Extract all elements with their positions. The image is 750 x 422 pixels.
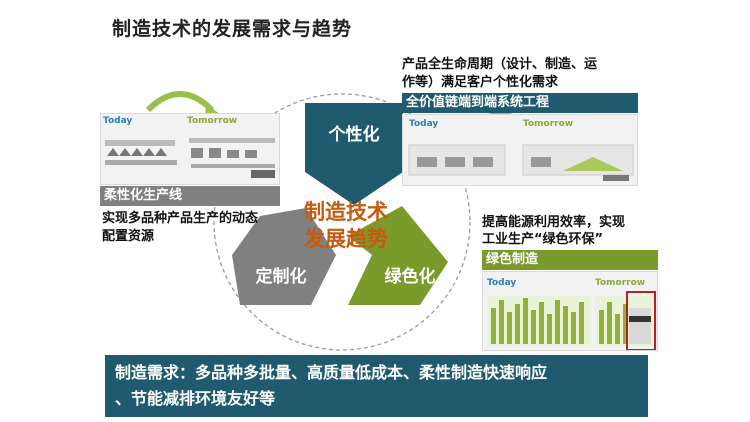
top-right-desc-2: 作等）满足客户个性化需求 xyxy=(402,75,559,90)
orbit-ring xyxy=(213,93,471,351)
top-right-tomorrow-label: Tomorrow xyxy=(523,119,574,129)
demand-box: 制造需求：多品种多批量、高质量低成本、柔性制造快速响应 、节能减排环境友好等 xyxy=(105,355,648,417)
demand-line-1: 制造需求：多品种多批量、高质量低成本、柔性制造快速响应 xyxy=(115,363,548,382)
left-today-label: Today xyxy=(103,116,133,126)
segment-right-shape xyxy=(348,206,448,305)
left-panel-desc-2: 配置资源 xyxy=(102,229,155,244)
top-right-illustration xyxy=(408,144,634,181)
bottom-right-tomorrow-label: Tomorrow xyxy=(595,278,646,288)
segment-top-label: 个性化 xyxy=(328,125,380,145)
arrow-left-panel xyxy=(145,91,215,113)
bottom-right-desc-1: 提高能源利用效率，实现 xyxy=(482,215,626,230)
segment-left-shape xyxy=(232,208,336,305)
bottom-right-desc-2: 工业生产“绿色环保” xyxy=(482,232,604,247)
segment-right-label: 绿色化 xyxy=(384,267,436,287)
bottom-right-energy-chart xyxy=(487,291,656,350)
top-right-desc-1: 产品全生命周期（设计、制造、运 xyxy=(402,57,598,72)
top-right-today-label: Today xyxy=(409,119,439,129)
left-panel-desc-1: 实现多品种产品生产的动态 xyxy=(102,211,259,226)
bottom-right-band: 绿色制造 xyxy=(482,250,658,270)
demand-line-2: 、节能减排环境友好等 xyxy=(115,389,276,408)
bottom-right-panel-image: Today Tomorrow xyxy=(482,271,658,351)
segment-left-label: 定制化 xyxy=(255,267,307,287)
highlight-box xyxy=(626,291,656,350)
left-panel-image: Today Tomorrow xyxy=(100,113,280,185)
left-factory-illustration xyxy=(105,138,275,178)
segment-top-shape xyxy=(305,103,403,205)
center-line1: 制造技术 xyxy=(304,200,388,224)
top-right-panel-image: Today Tomorrow xyxy=(402,114,638,186)
bottom-right-today-label: Today xyxy=(487,278,517,288)
left-tomorrow-label: Tomorrow xyxy=(187,116,238,126)
page-title: 制造技术的发展需求与趋势 xyxy=(112,18,353,40)
center-line2: 发展趋势 xyxy=(304,227,388,251)
left-panel-band: 柔性化生产线 xyxy=(100,186,280,206)
top-right-band: 全价值链端到端系统工程 xyxy=(402,93,638,113)
